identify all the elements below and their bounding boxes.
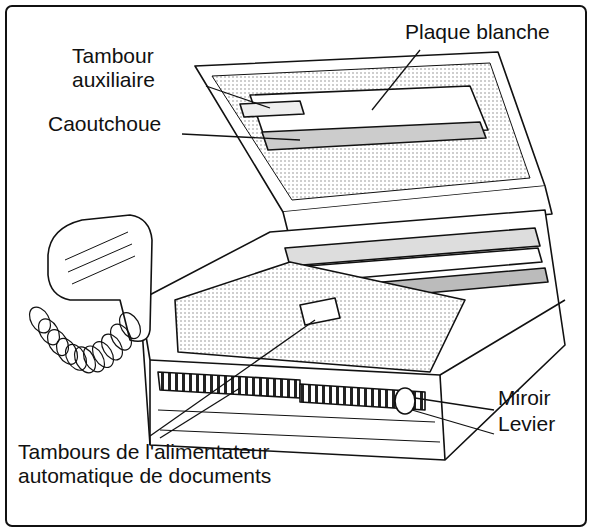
leader-line (415, 398, 494, 410)
handset (48, 215, 152, 341)
body-corner (440, 375, 445, 460)
handset-grill (65, 232, 135, 284)
leader-line (182, 134, 300, 140)
feeder-tray (175, 262, 465, 372)
coiled-cord (25, 303, 145, 376)
aux-drum (240, 101, 304, 117)
lid (195, 52, 545, 212)
feeder-drum (158, 372, 300, 398)
leader-lines (150, 50, 494, 438)
leader-line (160, 388, 240, 438)
part-label: Plaque blanche (405, 20, 580, 44)
leader-line (372, 50, 420, 110)
cord-coil (106, 320, 136, 353)
part-label: Levier (498, 412, 583, 436)
cord-coil (52, 335, 82, 368)
front-panel-lines (158, 410, 440, 442)
leader-line (206, 86, 270, 108)
lid-inner (212, 63, 530, 200)
rubber-strip (262, 122, 486, 150)
part-label: Tambour auxiliaire (72, 44, 207, 92)
leader-line (412, 410, 494, 434)
part-label: Tambours de l'alimentateur automatique d… (18, 440, 348, 488)
part-label: Miroir (498, 386, 583, 410)
part-label: Caoutchoue (48, 112, 183, 136)
leader-line (150, 320, 315, 436)
cord-coil (79, 342, 109, 375)
fax-machine (25, 52, 565, 460)
tray-window (300, 298, 340, 325)
frame-border (6, 6, 586, 526)
cord-coil (97, 330, 127, 363)
cord-coil (115, 309, 145, 342)
cord-coil (61, 341, 91, 374)
